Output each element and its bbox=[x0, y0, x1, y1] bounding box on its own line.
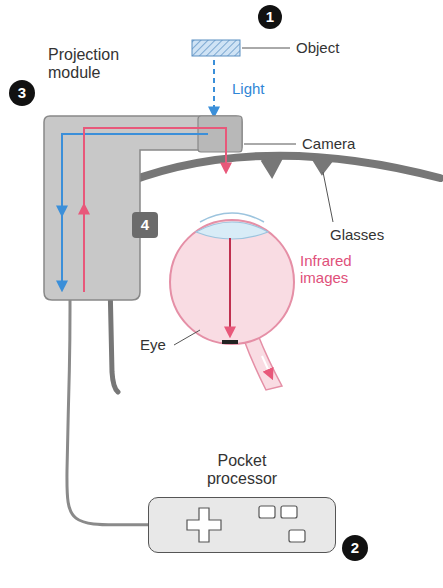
node-label: Pocket processor bbox=[197, 452, 287, 489]
leader-line bbox=[174, 330, 200, 345]
callout-number: 1 bbox=[258, 5, 282, 29]
cable bbox=[67, 300, 148, 525]
button bbox=[259, 506, 275, 518]
pocket-processor: Pocket processor bbox=[148, 452, 336, 553]
node-label: Projection module bbox=[48, 46, 143, 83]
d-pad bbox=[187, 508, 221, 542]
callout-number: 4 bbox=[132, 212, 158, 238]
retina-implant bbox=[222, 340, 238, 344]
cornea bbox=[200, 213, 264, 222]
optic-nerve bbox=[244, 335, 282, 390]
part-label: Infrared images bbox=[300, 252, 378, 287]
part-label: Light bbox=[232, 80, 282, 97]
object-plate bbox=[192, 40, 240, 56]
infrared-path bbox=[83, 205, 85, 220]
leader-line bbox=[323, 172, 333, 222]
part-label: Object bbox=[296, 39, 366, 56]
part-label: Camera bbox=[302, 135, 372, 152]
infrared-image-ray bbox=[229, 238, 231, 336]
button bbox=[281, 506, 297, 518]
eyeball bbox=[170, 220, 294, 344]
projection-module: Projection module bbox=[44, 46, 142, 300]
glasses-frame bbox=[108, 156, 440, 190]
callout-number: 3 bbox=[9, 80, 35, 106]
button bbox=[289, 530, 305, 542]
leader-line bbox=[244, 144, 296, 145]
part-label: Eye bbox=[140, 336, 174, 353]
leader-line bbox=[242, 48, 290, 49]
nerve-signal bbox=[262, 356, 272, 378]
nose-pad bbox=[262, 157, 332, 176]
processor-buttons bbox=[149, 498, 334, 551]
light-path bbox=[61, 200, 63, 215]
eye-lens bbox=[196, 222, 268, 239]
part-label: Glasses bbox=[330, 226, 400, 243]
light-ray bbox=[213, 60, 215, 116]
callout-number: 2 bbox=[342, 535, 368, 561]
processor-case bbox=[148, 497, 336, 553]
